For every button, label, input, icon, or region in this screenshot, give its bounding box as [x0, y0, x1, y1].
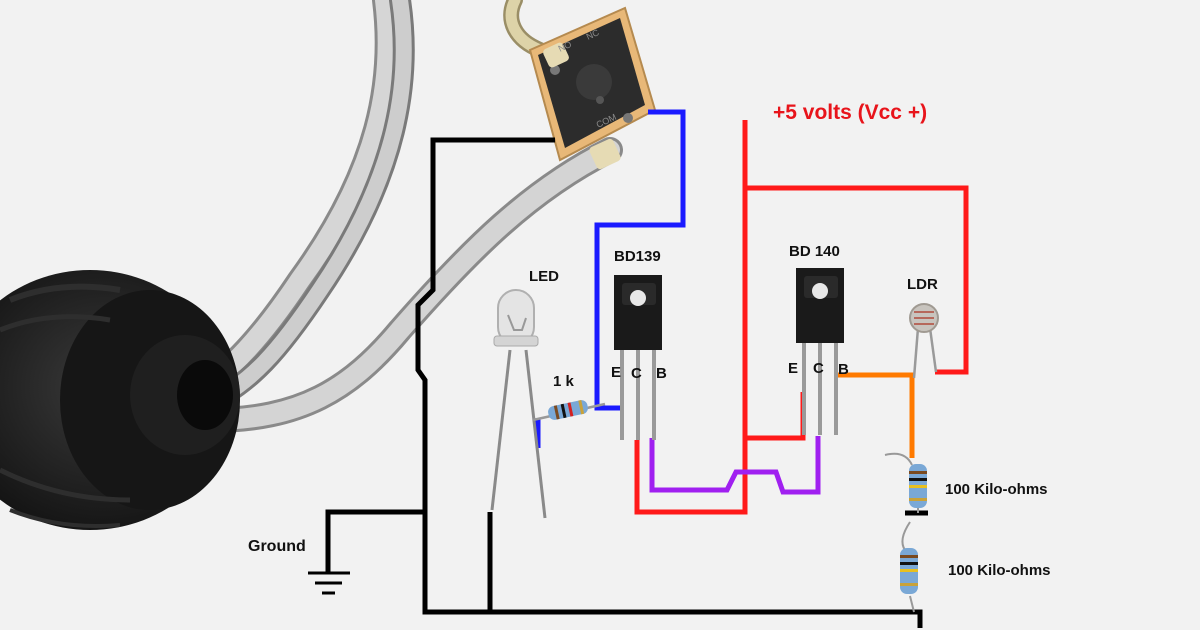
plug-icon — [0, 270, 240, 530]
ldr-label: LDR — [907, 276, 938, 293]
led-label: LED — [529, 268, 559, 285]
resistor-100k-bottom-label: 100 Kilo-ohms — [948, 562, 1051, 579]
bd139-transistor-icon — [614, 275, 662, 440]
resistor-1k-icon — [532, 400, 606, 422]
bd140-base-label: B — [838, 361, 849, 378]
bd139-collector-label: C — [631, 365, 642, 382]
resistor-1k-label: 1 k — [553, 373, 574, 390]
bd140-label: BD 140 — [789, 243, 840, 260]
led-icon — [490, 289, 547, 519]
bd140-collector-label: C — [813, 360, 824, 377]
bd140-transistor-icon — [796, 268, 844, 435]
ldr-sense-wire — [838, 372, 915, 458]
ground-symbol-icon — [308, 571, 350, 595]
vcc-label: +5 volts (Vcc +) — [773, 101, 928, 124]
ground-wires — [325, 137, 928, 628]
bd139-label: BD139 — [614, 248, 661, 265]
bd139-emitter-label: E — [611, 364, 622, 381]
ldr-icon — [909, 303, 939, 379]
transistor-link-wire — [649, 436, 821, 495]
resistor-100k-bottom-icon — [900, 521, 918, 613]
resistor-100k-top-label: 100 Kilo-ohms — [945, 481, 1048, 498]
ground-label: Ground — [248, 538, 306, 555]
bd140-emitter-label: E — [788, 360, 799, 377]
bd139-base-label: B — [656, 365, 667, 382]
resistor-100k-top-icon — [884, 452, 927, 513]
relay-icon: NO NC COM — [528, 6, 657, 170]
